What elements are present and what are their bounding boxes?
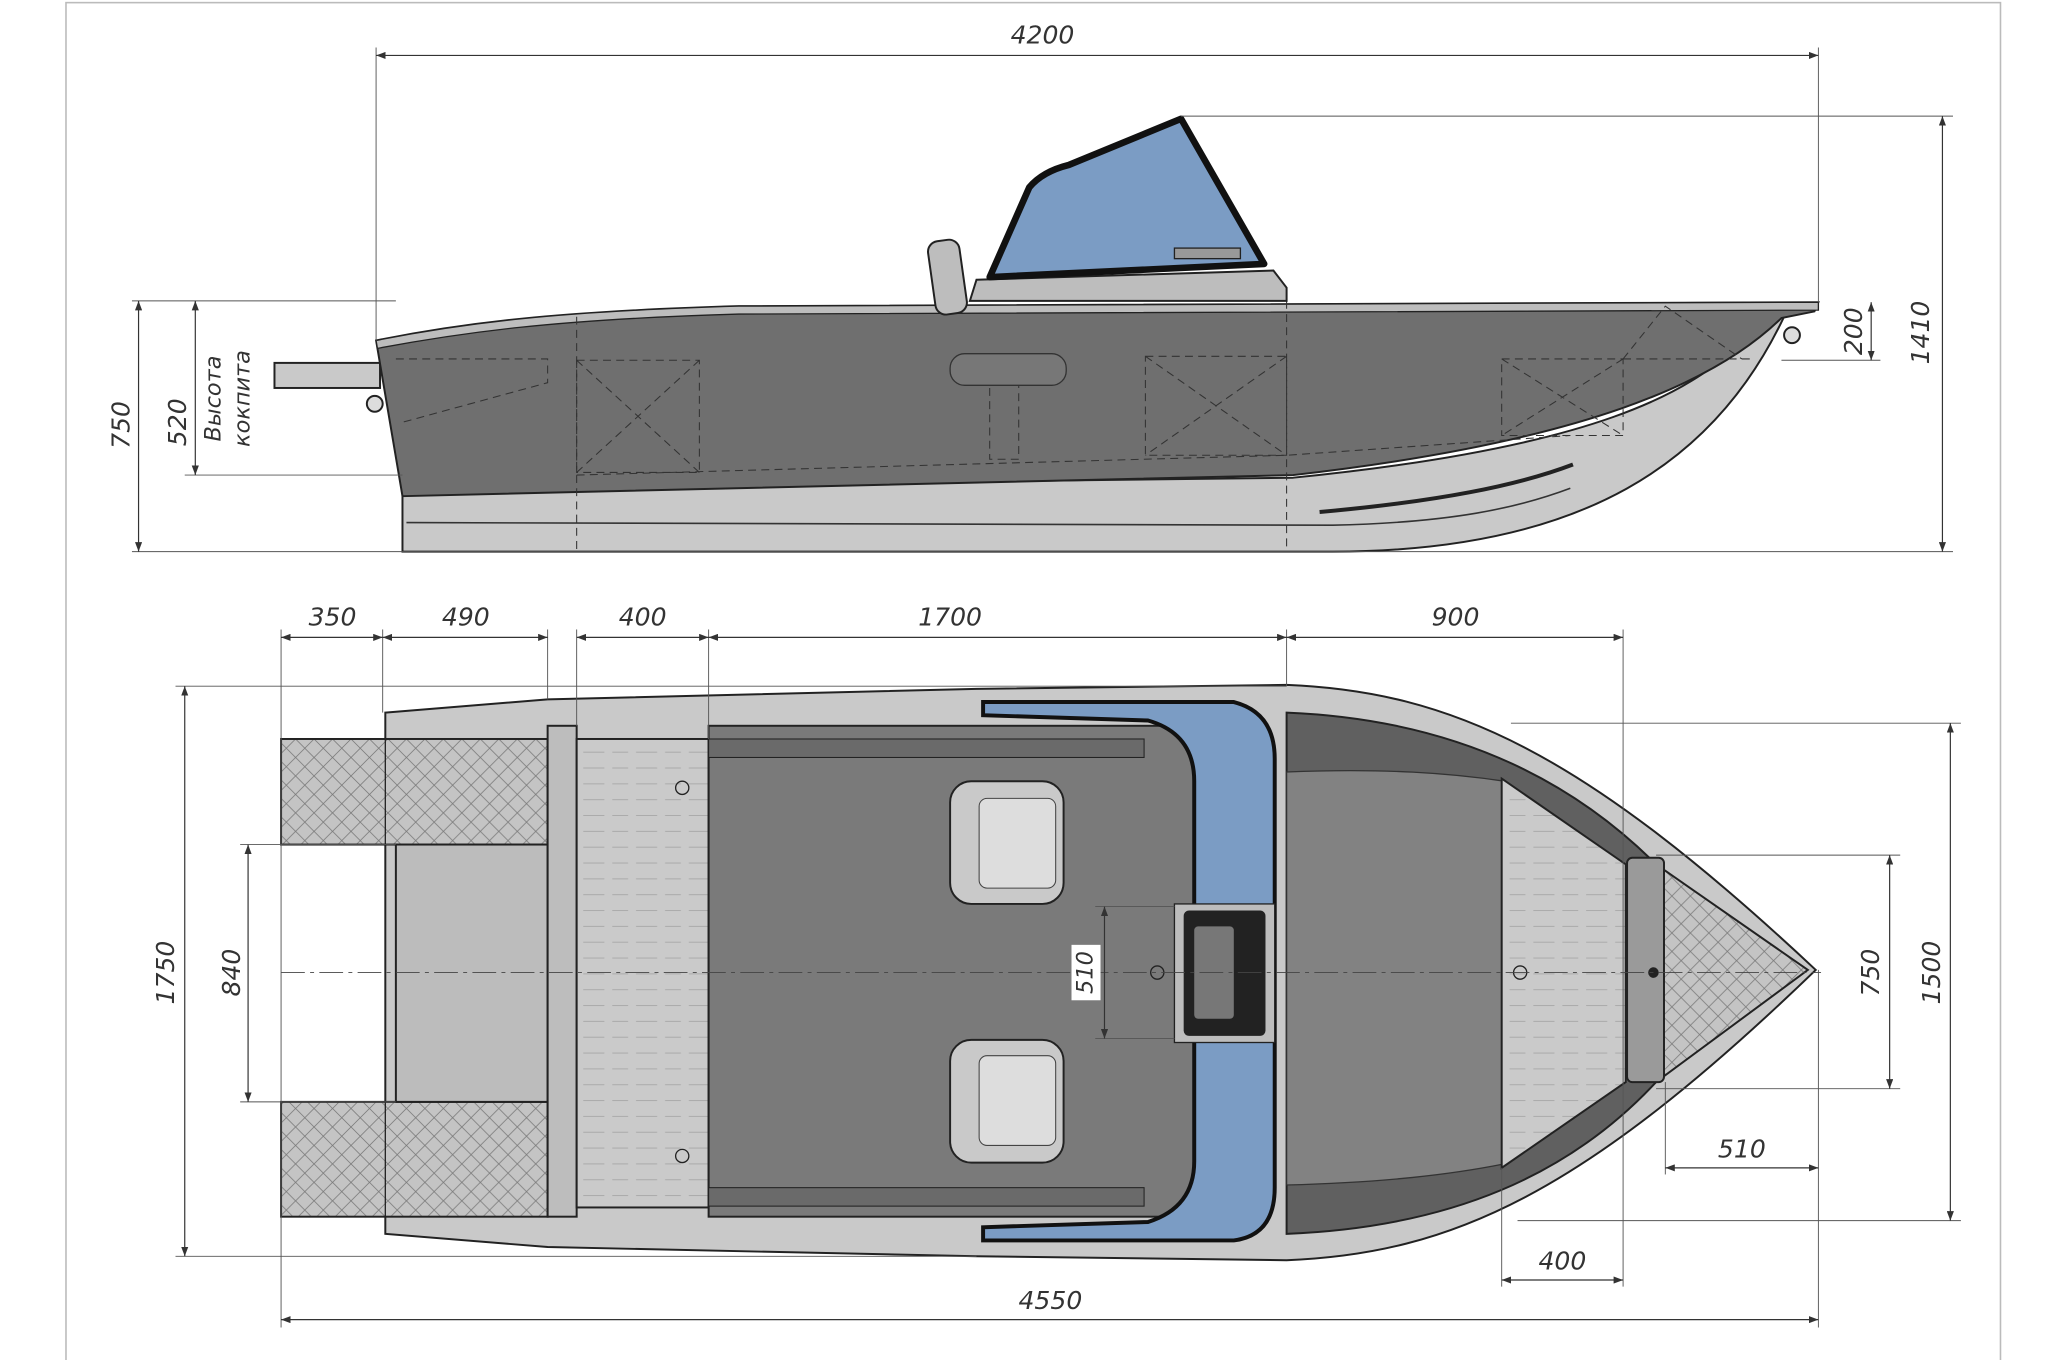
dim-segment-4: 1700 — [918, 602, 982, 631]
drain-plug — [674, 1148, 690, 1164]
drawing-frame — [65, 1, 2002, 1360]
bow-box-hidden — [1501, 358, 1624, 437]
console-top — [981, 700, 1277, 1243]
gunwale — [375, 301, 1820, 350]
motor-well — [394, 843, 549, 1103]
drain-plug — [674, 780, 690, 796]
dim-console-width: 510 — [1073, 951, 1099, 994]
dim-segment-5: 900 — [1432, 602, 1480, 631]
bow-hatch — [1626, 856, 1665, 1084]
cockpit-depth-label-1: Высота — [200, 356, 226, 442]
top-view — [280, 683, 1822, 1262]
aft-box-hidden — [576, 359, 700, 473]
console-side — [968, 269, 1288, 302]
mid-box-hidden — [1144, 355, 1288, 456]
console-dim-label-bg — [1071, 944, 1101, 1001]
dim-segment-3: 400 — [619, 602, 667, 631]
top-dimensions: 350 490 400 1700 900 1750 840 510 750 15… — [151, 602, 1961, 1328]
bow-deck — [1500, 776, 1627, 1170]
outboard-bracket — [273, 361, 382, 389]
dim-bow-hatch: 750 — [1856, 949, 1885, 997]
dim-bow-freeboard: 200 — [1839, 307, 1868, 355]
bow-eye — [1783, 326, 1801, 345]
side-stringer — [708, 1187, 1145, 1207]
seat-back — [927, 238, 968, 316]
bow-floor — [1285, 769, 1505, 1186]
dim-segment-1: 350 — [309, 602, 357, 631]
dim-beam: 1750 — [151, 941, 180, 1005]
floor-hidden — [576, 434, 1571, 476]
dim-transom-height: 750 — [106, 401, 135, 449]
transom-platform-port — [280, 737, 549, 846]
dim-overall-height: 1410 — [1906, 301, 1935, 365]
bow-hidden — [1622, 305, 1756, 360]
transom-bulkhead — [546, 724, 578, 1218]
windshield — [986, 115, 1268, 281]
transom-platform-starboard — [280, 1100, 549, 1218]
dim-bow-deck: 400 — [1538, 1246, 1586, 1275]
dash-panel — [1173, 247, 1242, 260]
dim-motor-well: 840 — [217, 949, 246, 997]
stern-locker-hidden — [395, 358, 549, 423]
hull-stripe — [406, 487, 1571, 527]
dim-overall-length-top: 4550 — [1018, 1286, 1082, 1315]
side-view — [273, 115, 1820, 553]
aft-deck — [575, 737, 710, 1209]
cockpit-depth-label-2: кокпита — [229, 350, 255, 447]
dim-segment-2: 490 — [442, 602, 490, 631]
seat-cushion — [949, 352, 1067, 386]
dim-overall-length: 4200 — [1011, 21, 1075, 50]
dim-bow-width: 1500 — [1917, 941, 1946, 1005]
side-stringer — [708, 738, 1145, 758]
side-dimensions: 4200 1410 200 750 520 Высота кокпита — [106, 21, 1953, 553]
spray-rail — [1319, 462, 1574, 514]
dim-bow-tip: 510 — [1718, 1134, 1766, 1163]
transom-eye — [365, 394, 384, 413]
dim-cockpit-depth: 520 — [163, 398, 192, 446]
